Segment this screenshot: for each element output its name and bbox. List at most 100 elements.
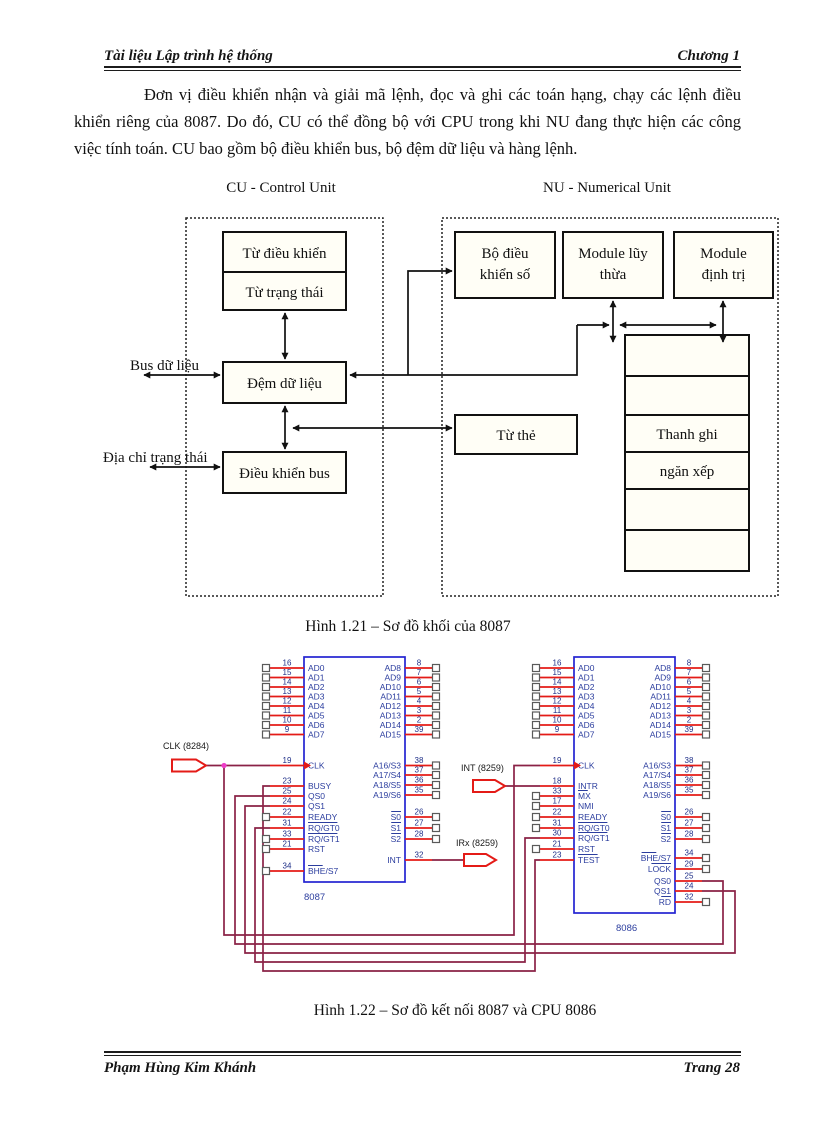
svg-text:BHE/S7: BHE/S7: [641, 853, 672, 863]
exponent-module-label-2: thừa: [600, 267, 627, 283]
svg-text:28: 28: [415, 830, 424, 839]
terminal-square: [531, 682, 541, 692]
terminal-square: [701, 864, 711, 874]
footer-page-number: Trang 28: [683, 1060, 740, 1076]
terminal-square: [261, 730, 271, 739]
chip-name-8087: 8087: [304, 892, 325, 903]
svg-text:24: 24: [685, 882, 694, 891]
svg-text:2: 2: [687, 716, 692, 725]
irx-8259-label: IRx (8259): [456, 838, 498, 848]
exponent-module-label-1: Module lũy: [578, 246, 648, 262]
terminal-square: [531, 791, 541, 801]
clk-net-wire: [223, 764, 540, 936]
figure-2-caption: Hình 1.22 – Sơ đồ kết nối 8087 và CPU 80…: [313, 1002, 597, 1019]
svg-text:21: 21: [553, 840, 562, 849]
nu-dashed-box: [441, 217, 779, 597]
svg-text:AD1: AD1: [308, 673, 325, 683]
terminal-square: [431, 761, 441, 770]
terminal-square: [531, 812, 541, 822]
svg-text:36: 36: [415, 776, 424, 785]
svg-text:10: 10: [283, 716, 292, 725]
svg-text:AD15: AD15: [650, 730, 672, 740]
svg-text:8: 8: [687, 659, 692, 668]
irx-8259-connector: [463, 853, 498, 867]
svg-text:23: 23: [283, 777, 292, 786]
svg-text:AD14: AD14: [650, 720, 672, 730]
svg-text:AD3: AD3: [578, 692, 595, 702]
figure-1-caption: Hình 1.21 – Sơ đồ khối của 8087: [305, 618, 511, 635]
terminal-square: [431, 673, 441, 682]
pin-8086-AD14: 2 AD14: [650, 716, 711, 730]
numeric-control-box: [454, 231, 556, 299]
exponent-module-box: [562, 231, 664, 299]
svg-text:RQ/GT0: RQ/GT0: [578, 823, 610, 833]
footer-rule: [104, 1051, 741, 1056]
terminal-square: [531, 701, 541, 711]
pin-8087-BUSY: 23 BUSY: [270, 777, 331, 791]
svg-text:AD11: AD11: [650, 692, 671, 702]
svg-text:9: 9: [285, 725, 290, 734]
svg-text:A17/S4: A17/S4: [373, 770, 401, 780]
svg-text:12: 12: [283, 697, 292, 706]
svg-text:39: 39: [685, 725, 694, 734]
terminal-square: [431, 701, 441, 711]
svg-text:19: 19: [283, 756, 292, 765]
bus-control-label: Điều khiển bus: [239, 466, 330, 482]
stack-register-label: Thanh ghi: [656, 427, 717, 443]
tag-word-label: Từ thẻ: [496, 428, 536, 444]
svg-text:34: 34: [283, 862, 292, 871]
svg-text:A18/S5: A18/S5: [373, 780, 401, 790]
svg-text:38: 38: [415, 756, 424, 765]
svg-text:17: 17: [553, 797, 562, 806]
terminal-square: [701, 663, 711, 673]
terminal-square: [531, 801, 541, 811]
pin-8086-MX: 33 MX: [531, 787, 591, 801]
svg-text:MX: MX: [578, 791, 591, 801]
terminal-square: [531, 673, 541, 682]
svg-text:33: 33: [553, 787, 562, 796]
mantissa-module-label-1: Module: [700, 246, 747, 262]
terminal-square: [531, 730, 541, 739]
terminal-square: [701, 770, 711, 780]
svg-text:S1: S1: [391, 823, 402, 833]
terminal-square: [431, 720, 441, 730]
terminal-square: [261, 701, 271, 711]
terminal-square: [701, 673, 711, 682]
terminal-square: [531, 663, 541, 673]
terminal-square: [261, 720, 271, 730]
svg-text:A16/S3: A16/S3: [373, 761, 401, 771]
control-word-label: Từ điều khiển: [243, 246, 327, 262]
terminal-square: [701, 853, 711, 863]
terminal-square: [701, 823, 711, 833]
svg-text:BUSY: BUSY: [308, 781, 331, 791]
pin-8087-A18S5: 36 A18/S5: [373, 776, 441, 790]
terminal-square: [701, 720, 711, 730]
terminal-square: [701, 730, 711, 739]
svg-text:AD15: AD15: [380, 730, 402, 740]
svg-text:5: 5: [417, 687, 422, 696]
svg-text:AD11: AD11: [380, 692, 401, 702]
svg-text:34: 34: [685, 849, 694, 858]
svg-text:AD7: AD7: [578, 730, 595, 740]
svg-text:9: 9: [555, 725, 560, 734]
svg-text:7: 7: [687, 668, 692, 677]
svg-text:A18/S5: A18/S5: [643, 780, 671, 790]
